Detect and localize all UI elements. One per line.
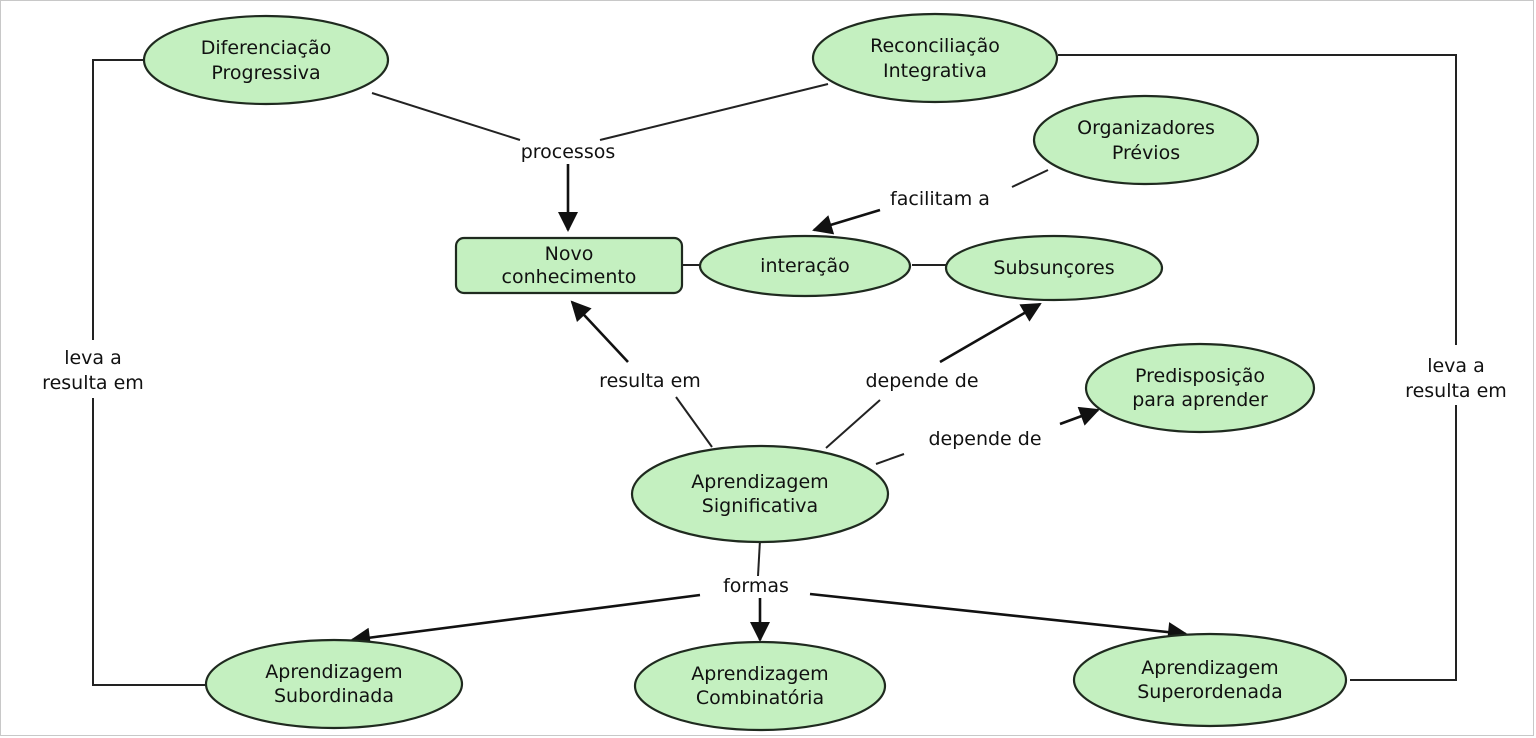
edge-significativa-formas <box>757 539 761 577</box>
left-label-background <box>20 342 170 398</box>
node-label: Progressiva <box>211 62 320 84</box>
link-label-depende-de-subsuncores: depende de <box>865 370 978 392</box>
node-interacao[interactable]: interação <box>698 234 912 298</box>
link-label-facilitam-a: facilitam a <box>890 188 990 210</box>
edge-formas-subordinada-arrow <box>350 593 701 648</box>
link-label-leva-a-left: leva a <box>64 347 122 369</box>
edge-depende1-subsuncores-arrow <box>939 302 1042 364</box>
node-label: Aprendizagem <box>1141 657 1278 679</box>
link-label-resulta-em: resulta em <box>599 370 701 392</box>
node-label: Organizadores <box>1077 117 1215 139</box>
link-label-leva-a-right: leva a <box>1427 355 1485 377</box>
node-diferenciacao-progressiva[interactable]: Diferenciação Progressiva <box>142 14 390 106</box>
node-label: Novo <box>545 243 594 265</box>
node-ellipse <box>1032 94 1260 186</box>
edge-significativa-resulta <box>675 396 713 448</box>
node-label: Subsunçores <box>993 257 1114 279</box>
connectors <box>92 54 1457 686</box>
node-label: Integrativa <box>883 60 987 82</box>
linking-phrases: processos facilitam a resulta em depende… <box>20 141 1532 597</box>
node-label: Subordinada <box>274 685 394 707</box>
node-label: Superordenada <box>1137 681 1283 703</box>
edge-diferenciacao-processos <box>371 92 521 141</box>
link-label-resulta-em-left: resulta em <box>42 372 144 394</box>
edge-formas-superordenada-arrow <box>809 592 1188 643</box>
node-label: Diferenciação <box>201 37 332 59</box>
node-predisposicao-para-aprender[interactable]: Predisposição para aprender <box>1084 342 1316 434</box>
node-label: Aprendizagem <box>691 663 828 685</box>
node-aprendizagem-subordinada[interactable]: Aprendizagem Subordinada <box>204 638 464 730</box>
node-label: para aprender <box>1132 389 1268 411</box>
node-ellipse <box>811 12 1059 104</box>
node-label: Aprendizagem <box>691 471 828 493</box>
node-ellipse <box>204 638 464 730</box>
node-label: Combinatória <box>696 687 824 709</box>
node-label: interação <box>760 255 850 277</box>
node-organizadores-previos[interactable]: Organizadores Prévios <box>1032 94 1260 186</box>
node-ellipse <box>633 640 887 732</box>
node-ellipse <box>944 234 1164 302</box>
edge-leva-superordenada-right <box>1350 405 1457 681</box>
edge-resulta-novo-arrow <box>570 300 629 363</box>
node-aprendizagem-superordenada[interactable]: Aprendizagem Superordenada <box>1072 632 1348 728</box>
link-label-processos: processos <box>521 141 616 163</box>
edge-depende2-predisposicao-arrow <box>1059 406 1100 426</box>
edge-organizadores-facilitam <box>1011 169 1049 188</box>
link-label-formas: formas <box>723 575 789 597</box>
edge-leva-subordinada-left <box>92 398 206 686</box>
link-label-resulta-em-right: resulta em <box>1405 380 1507 402</box>
edge-facilitam-interacao-arrow <box>812 208 881 235</box>
node-aprendizagem-significativa[interactable]: Aprendizagem Significativa <box>630 444 890 544</box>
node-aprendizagem-combinatoria[interactable]: Aprendizagem Combinatória <box>633 640 887 732</box>
node-label: Aprendizagem <box>265 661 402 683</box>
node-ellipse <box>1084 342 1316 434</box>
node-label: Predisposição <box>1135 365 1265 387</box>
node-subsuncores[interactable]: Subsunçores <box>944 234 1164 302</box>
edge-significativa-depende2 <box>875 453 905 465</box>
edge-diferenciacao-leva-left <box>92 59 144 340</box>
edge-significativa-depende1 <box>825 399 881 449</box>
node-ellipse <box>630 444 890 544</box>
link-label-depende-de-predisposicao: depende de <box>928 428 1041 450</box>
node-box <box>454 236 684 295</box>
node-ellipse <box>698 234 912 298</box>
right-label-background <box>1380 348 1532 404</box>
node-ellipse <box>1072 632 1348 728</box>
node-reconciliacao-integrativa[interactable]: Reconciliação Integrativa <box>811 12 1059 104</box>
node-label: Prévios <box>1112 142 1180 164</box>
node-label: Reconciliação <box>870 35 1000 57</box>
node-label: conhecimento <box>502 266 637 288</box>
node-label: Significativa <box>702 495 818 517</box>
node-novo-conhecimento[interactable]: Novo conhecimento <box>454 236 684 295</box>
edge-reconciliacao-processos <box>599 83 829 141</box>
edge-reconciliacao-leva-right <box>1058 54 1457 345</box>
node-ellipse <box>142 14 390 106</box>
